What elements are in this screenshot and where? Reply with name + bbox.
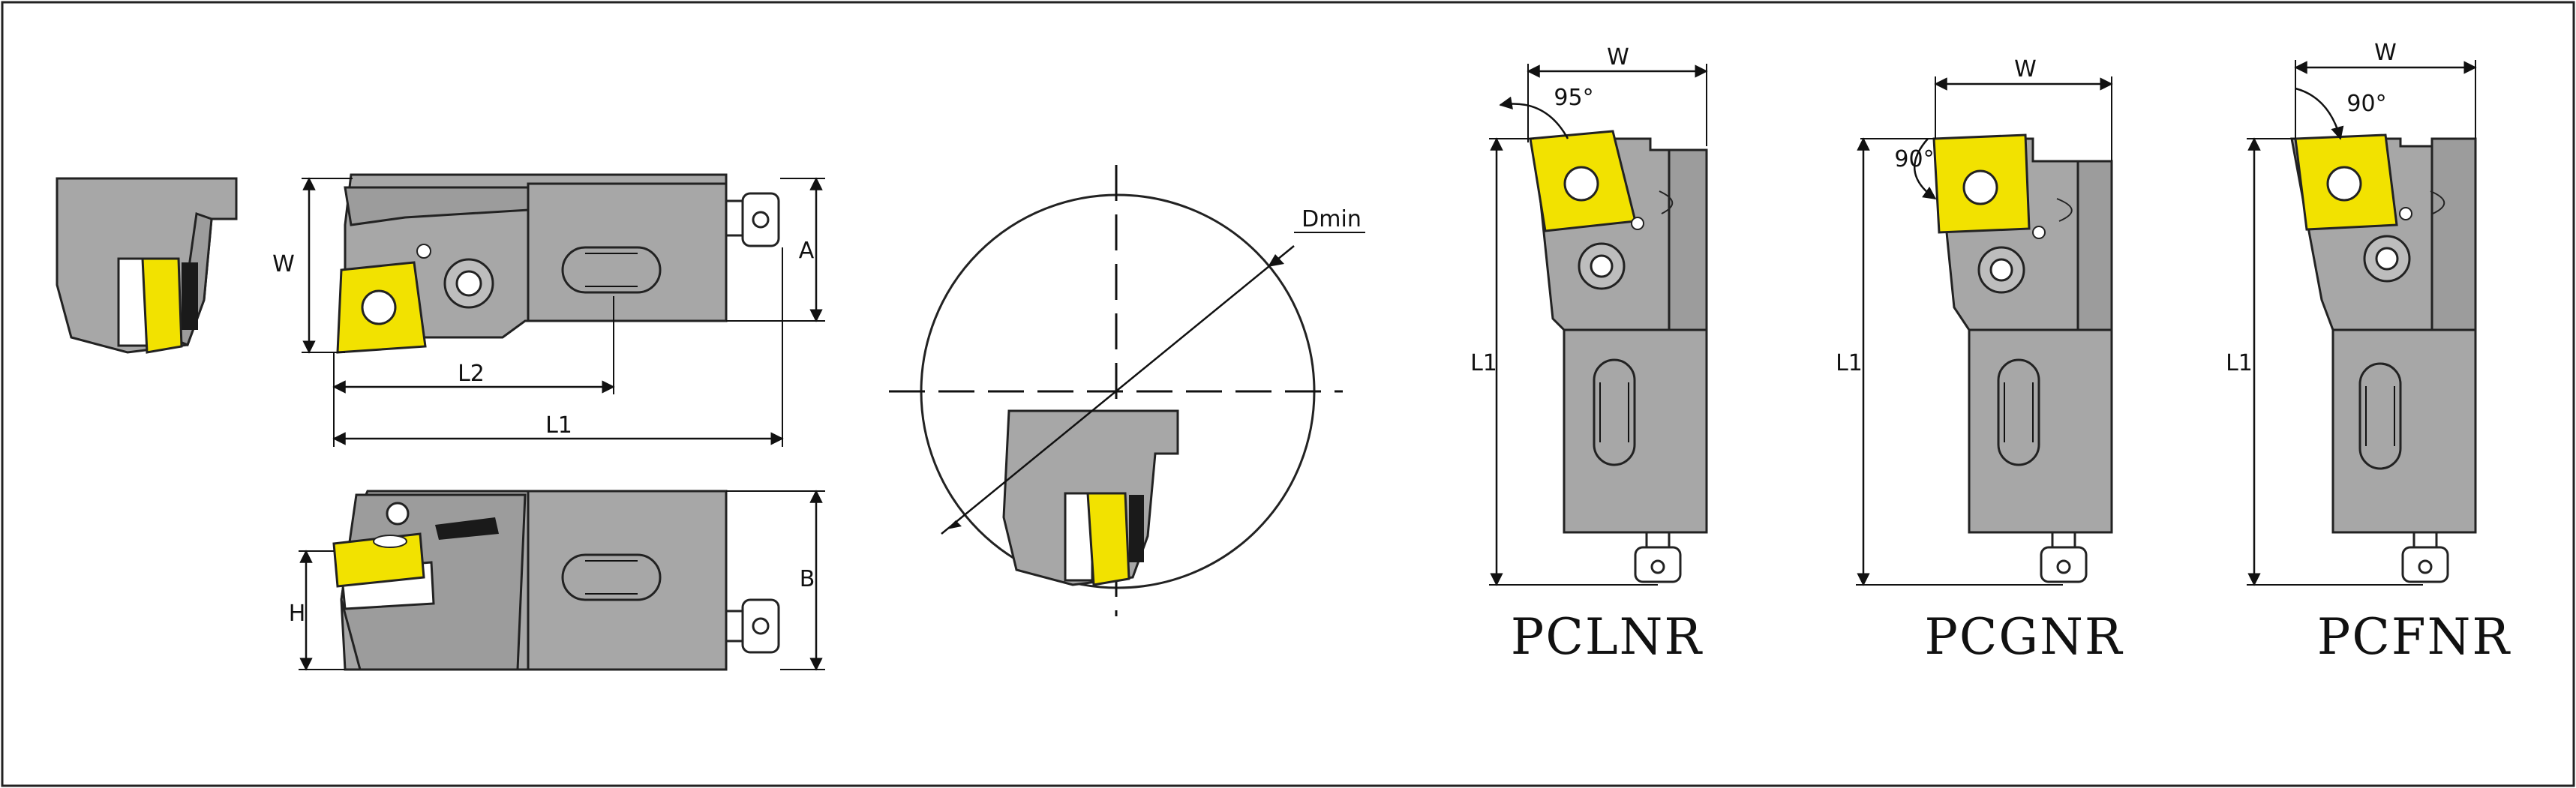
dim-l1-label-top-view: L1 xyxy=(545,412,572,439)
dim-b-label: B xyxy=(800,566,815,592)
pcgnr-l1-label: L1 xyxy=(1836,350,1863,376)
top-view xyxy=(302,173,825,447)
dim-l2-label: L2 xyxy=(458,361,485,387)
dim-w-label-top-view: W xyxy=(272,251,295,277)
pcfnr-angle-label: 90° xyxy=(2346,91,2386,117)
pcgnr-w-label: W xyxy=(2014,56,2037,82)
dim-a-label: A xyxy=(799,238,815,264)
dim-h-label: H xyxy=(289,601,306,627)
pcfnr-view xyxy=(2247,60,2477,586)
pcgnr-angle-label: 90° xyxy=(1894,146,1934,172)
side-view-small xyxy=(56,177,238,354)
pcgnr-model-label: PCGNR xyxy=(1924,608,2123,666)
dim-dmin-label: Dmin xyxy=(1302,206,1362,232)
front-view xyxy=(299,490,825,671)
dmin-view xyxy=(889,165,1365,616)
pclnr-view xyxy=(1489,64,1708,586)
pcgnr-view xyxy=(1856,76,2113,586)
pcfnr-model-label: PCFNR xyxy=(2317,608,2511,666)
pclnr-w-label: W xyxy=(1607,44,1629,70)
pcfnr-w-label: W xyxy=(2374,40,2397,66)
pcfnr-l1-label: L1 xyxy=(2226,350,2253,376)
pclnr-angle-label: 95° xyxy=(1554,85,1593,111)
pclnr-model-label: PCLNR xyxy=(1511,608,1703,666)
pclnr-l1-label: L1 xyxy=(1470,350,1497,376)
